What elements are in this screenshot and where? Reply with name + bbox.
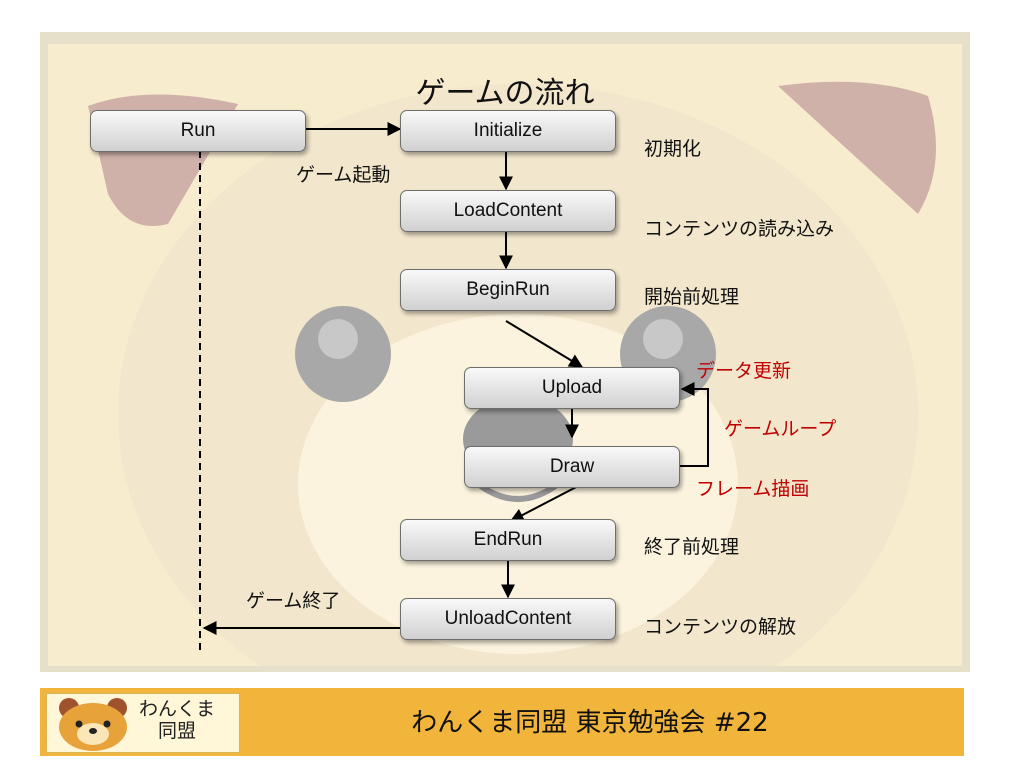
beginrun-to-upload-arrow (505, 320, 584, 368)
game-start-label: ゲーム起動 (296, 164, 391, 186)
flow-arrows (199, 122, 709, 652)
frame-draw-note: フレーム描画 (696, 478, 810, 500)
draw-to-endrun-arrow (509, 483, 583, 522)
bear-face-icon (59, 698, 127, 751)
data-update-note: データ更新 (696, 360, 792, 382)
loadcontent-note: コンテンツの読み込み (644, 218, 835, 240)
slide: ゲームの流れ Run Initialize LoadContent BeginR… (40, 32, 970, 672)
draw-box: Draw (464, 446, 680, 488)
beginrun-box: BeginRun (400, 269, 616, 311)
unloadcontent-note: コンテンツの解放 (644, 616, 797, 638)
footer-title: わんくま同盟 東京勉強会 #22 (411, 708, 769, 738)
logo-text-line2: 同盟 (158, 720, 197, 742)
slide-panel: ゲームの流れ Run Initialize LoadContent BeginR… (48, 44, 962, 666)
game-loop-note: ゲームループ (724, 418, 837, 440)
logo-text-line1: わんくま (139, 698, 216, 720)
beginrun-note: 開始前処理 (644, 286, 740, 308)
initialize-box: Initialize (400, 110, 616, 152)
run-box: Run (90, 110, 306, 152)
logo-text: わんくま 同盟 (139, 698, 215, 742)
game-loop-arrow (678, 382, 709, 467)
game-end-label: ゲーム終了 (246, 590, 341, 612)
endrun-box: EndRun (400, 519, 616, 561)
wankuma-logo: わんくま 同盟 (46, 693, 240, 753)
footer-bar: わんくま 同盟 わんくま同盟 東京勉強会 #22 (40, 688, 964, 756)
loadcontent-box: LoadContent (400, 190, 616, 232)
slide-title: ゲームの流れ (415, 76, 595, 111)
upload-box: Upload (464, 367, 680, 409)
unloadcontent-box: UnloadContent (400, 598, 616, 640)
endrun-note: 終了前処理 (644, 536, 740, 558)
initialize-note: 初期化 (644, 138, 702, 160)
